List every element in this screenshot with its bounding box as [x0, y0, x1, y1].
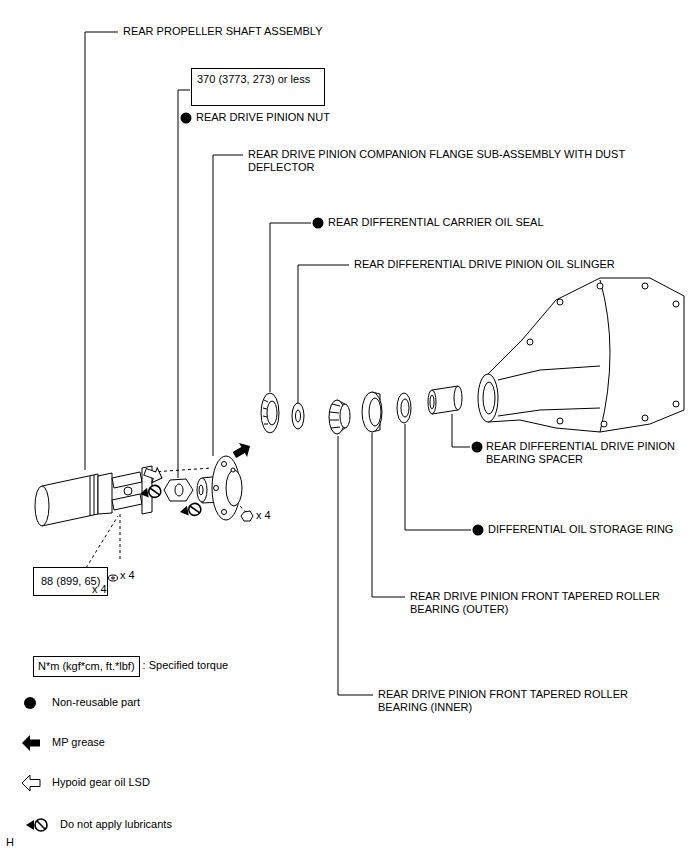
legend-text: Do not apply lubricants: [60, 818, 172, 831]
part-name: DIFFERENTIAL OIL STORAGE RING: [488, 523, 673, 536]
quantity: x 4: [256, 509, 271, 522]
oil-storage-ring: [397, 393, 411, 423]
oil-slinger: [292, 403, 304, 429]
no-lubricant-symbol: [179, 502, 202, 517]
mp-grease-arrow: [230, 439, 254, 462]
box-text: 88 (899, 65): [41, 575, 100, 588]
symbol-key-box: N*m (kgf*cm, ft.*lbf): [33, 656, 140, 677]
part-name: REAR DRIVE PINION FRONT TAPERED ROLLER B…: [378, 688, 658, 714]
part-name: REAR DIFFERENTIAL DRIVE PINION BEARING S…: [486, 440, 676, 466]
part-name: REAR DIFFERENTIAL CARRIER OIL SEAL: [328, 216, 544, 229]
part-name: REAR DRIVE PINION COMPANION FLANGE SUB-A…: [248, 148, 643, 174]
quantity: x 4: [92, 583, 107, 596]
box-text: 370 (3773, 273) or less: [197, 73, 310, 86]
part-name: REAR DRIVE PINION NUT: [196, 111, 330, 124]
part-name: REAR PROPELLER SHAFT ASSEMBLY: [123, 25, 323, 38]
legend-text: MP grease: [52, 736, 105, 749]
legend-text: : Specified torque: [143, 659, 229, 672]
non-reusable-marks: [181, 113, 484, 536]
differential-carrier: [478, 278, 684, 432]
box-text: N*m (kgf*cm, ft.*lbf): [38, 660, 135, 673]
torque-box: 370 (3773, 273) or less: [191, 68, 325, 106]
oil-seal: [261, 393, 279, 433]
quantity: x 4: [120, 569, 135, 582]
figure-code: H: [6, 836, 14, 849]
pinion-nut: [164, 479, 193, 501]
legend-symbols: [22, 697, 47, 831]
hypoid-oil-arrow: [142, 464, 164, 485]
bearing-spacer: [428, 386, 462, 414]
propeller-shaft: [35, 466, 152, 526]
legend-text: Non-reusable part: [52, 696, 140, 709]
legend-text: Hypoid gear oil LSD: [52, 776, 150, 789]
no-lubricant-symbol: [139, 484, 162, 499]
inner-bearing: [329, 400, 350, 434]
part-name: REAR DRIVE PINION FRONT TAPERED ROLLER B…: [410, 590, 690, 616]
outer-bearing: [362, 392, 382, 432]
part-name: REAR DIFFERENTIAL DRIVE PINION OIL SLING…: [354, 258, 615, 271]
companion-flange: [197, 456, 242, 520]
